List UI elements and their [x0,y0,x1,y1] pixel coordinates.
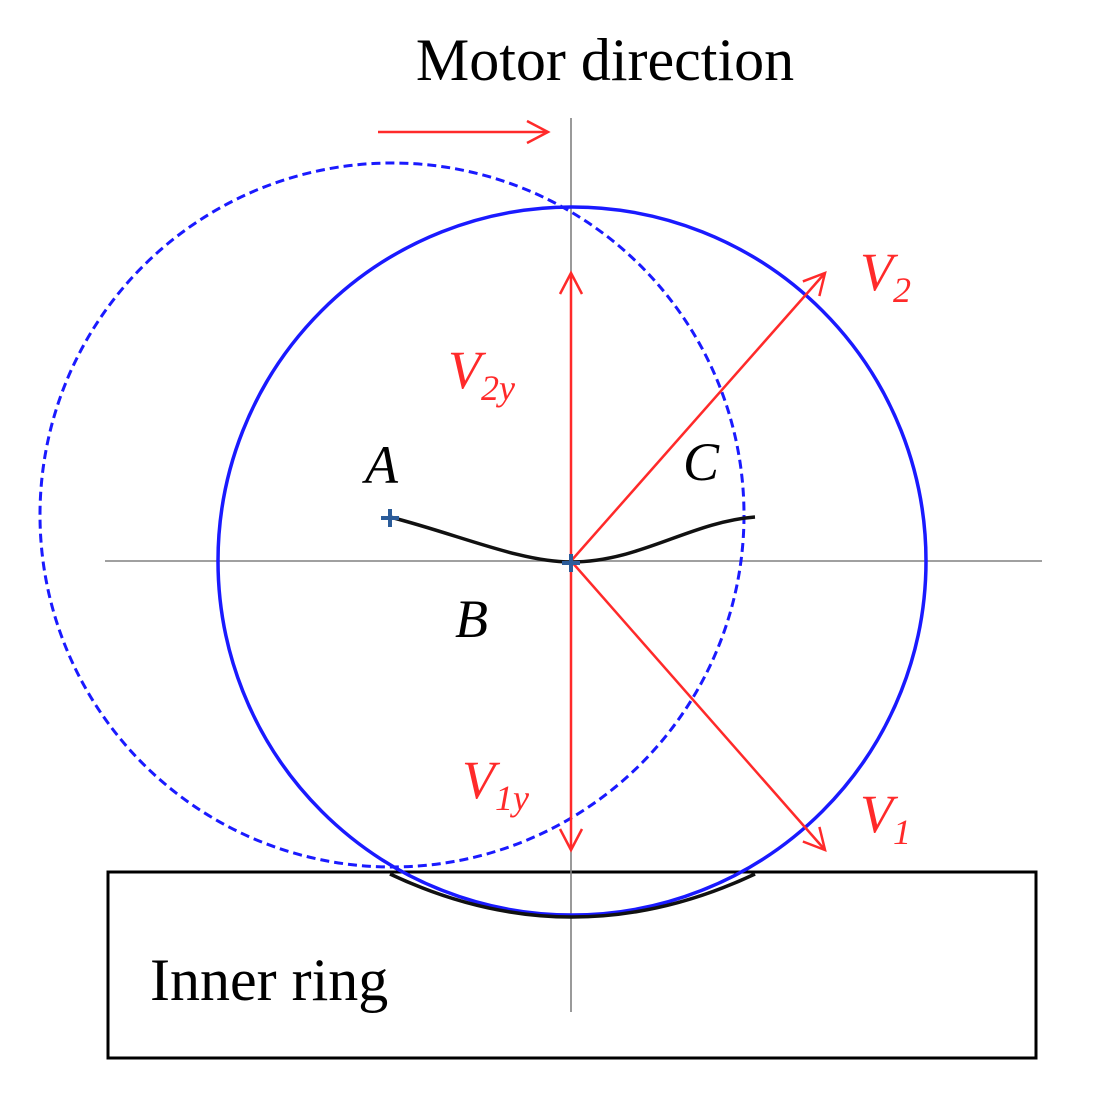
v1y-label: V1y [462,750,529,818]
inner-ring-label: Inner ring [150,947,388,1013]
v1-vector [570,560,827,853]
v1-label: V1 [860,784,911,852]
contact-arc [389,872,756,919]
roller-current-position-circle [216,205,928,917]
v2-label: V2 [860,242,911,310]
v2y-label: V2y [448,340,515,408]
point-a-marker [381,509,399,527]
point-b-label: B [455,589,488,649]
point-b-marker [562,554,580,572]
v2-vector [570,270,827,562]
inner-ring-block [106,870,1038,1060]
point-c-label: C [683,432,720,492]
title-label: Motor direction [416,27,794,93]
point-a-label: A [362,435,399,495]
